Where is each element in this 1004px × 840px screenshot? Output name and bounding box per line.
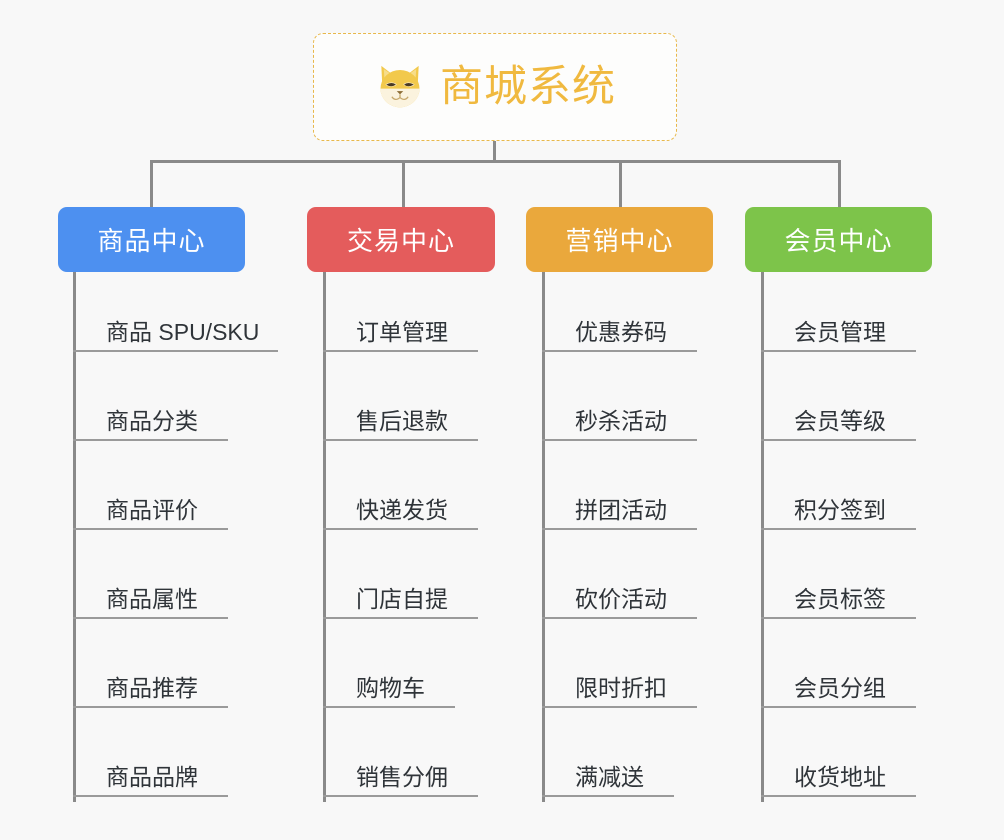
category-label: 交易中心 xyxy=(346,226,455,256)
leaf-item[interactable]: 满减送 xyxy=(542,708,674,797)
branch-product: 商品 SPU/SKU 商品分类 商品评价 商品属性 商品推荐 商品品牌 xyxy=(73,272,288,802)
branch-trunk xyxy=(73,272,76,802)
connector-drop-1 xyxy=(150,160,153,207)
leaf-label: 订单管理 xyxy=(356,319,448,346)
leaf-label: 销售分佣 xyxy=(356,764,448,791)
leaf-label: 商品分类 xyxy=(106,408,198,435)
leaf-item[interactable]: 限时折扣 xyxy=(542,619,697,708)
branch-trunk xyxy=(323,272,326,802)
leaf-item[interactable]: 优惠券码 xyxy=(542,263,697,352)
connector-bus xyxy=(150,160,841,163)
leaf-item[interactable]: 拼团活动 xyxy=(542,441,697,530)
leaf-label: 快递发货 xyxy=(356,497,448,524)
leaf-label: 商品属性 xyxy=(106,586,198,613)
leaf-item[interactable]: 会员等级 xyxy=(761,352,916,441)
leaf-item[interactable]: 购物车 xyxy=(323,619,455,708)
leaf-label: 商品推荐 xyxy=(106,675,198,702)
leaf-label: 砍价活动 xyxy=(575,586,667,613)
category-label: 商品中心 xyxy=(97,226,206,256)
shiba-dog-emoji xyxy=(374,61,426,113)
branch-member: 会员管理 会员等级 积分签到 会员标签 会员分组 收货地址 xyxy=(761,272,976,802)
leaf-label: 收货地址 xyxy=(794,764,886,791)
leaf-label: 限时折扣 xyxy=(575,675,667,702)
leaf-label: 满减送 xyxy=(575,764,644,791)
leaf-item[interactable]: 商品 SPU/SKU xyxy=(73,263,278,352)
leaf-item[interactable]: 快递发货 xyxy=(323,441,478,530)
leaf-label: 会员标签 xyxy=(794,586,886,613)
connector-drop-3 xyxy=(619,160,622,207)
leaf-item[interactable]: 收货地址 xyxy=(761,708,916,797)
leaf-label: 积分签到 xyxy=(794,497,886,524)
leaf-item[interactable]: 商品品牌 xyxy=(73,708,228,797)
leaf-item[interactable]: 积分签到 xyxy=(761,441,916,530)
branch-trunk xyxy=(761,272,764,802)
leaf-label: 拼团活动 xyxy=(575,497,667,524)
leaf-item[interactable]: 订单管理 xyxy=(323,263,478,352)
root-title: 商城系统 xyxy=(440,62,616,111)
branch-trunk xyxy=(542,272,545,802)
category-box-product[interactable]: 商品中心 xyxy=(58,207,245,272)
leaf-item[interactable]: 秒杀活动 xyxy=(542,352,697,441)
leaf-item[interactable]: 销售分佣 xyxy=(323,708,478,797)
category-box-trade[interactable]: 交易中心 xyxy=(307,207,495,272)
leaf-item[interactable]: 会员管理 xyxy=(761,263,916,352)
leaf-label: 会员等级 xyxy=(794,408,886,435)
leaf-label: 购物车 xyxy=(356,675,425,702)
category-label: 会员中心 xyxy=(784,226,893,256)
leaf-label: 商品评价 xyxy=(106,497,198,524)
leaf-item[interactable]: 商品属性 xyxy=(73,530,228,619)
leaf-item[interactable]: 商品推荐 xyxy=(73,619,228,708)
branch-trade: 订单管理 售后退款 快递发货 门店自提 购物车 销售分佣 xyxy=(323,272,538,802)
leaf-label: 秒杀活动 xyxy=(575,408,667,435)
leaf-item[interactable]: 商品分类 xyxy=(73,352,228,441)
category-box-member[interactable]: 会员中心 xyxy=(745,207,932,272)
connector-drop-2 xyxy=(402,160,405,207)
leaf-item[interactable]: 门店自提 xyxy=(323,530,478,619)
leaf-label: 商品 SPU/SKU xyxy=(106,319,260,346)
leaf-item[interactable]: 砍价活动 xyxy=(542,530,697,619)
leaf-label: 商品品牌 xyxy=(106,764,198,791)
leaf-item[interactable]: 商品评价 xyxy=(73,441,228,530)
leaf-label: 售后退款 xyxy=(356,408,448,435)
leaf-item[interactable]: 会员标签 xyxy=(761,530,916,619)
connector-drop-4 xyxy=(838,160,841,207)
category-box-marketing[interactable]: 营销中心 xyxy=(526,207,713,272)
branch-marketing: 优惠券码 秒杀活动 拼团活动 砍价活动 限时折扣 满减送 xyxy=(542,272,757,802)
category-label: 营销中心 xyxy=(565,226,674,256)
leaf-label: 门店自提 xyxy=(356,586,448,613)
leaf-label: 优惠券码 xyxy=(575,319,667,346)
leaf-label: 会员管理 xyxy=(794,319,886,346)
leaf-item[interactable]: 会员分组 xyxy=(761,619,916,708)
leaf-label: 会员分组 xyxy=(794,675,886,702)
leaf-item[interactable]: 售后退款 xyxy=(323,352,478,441)
root-node[interactable]: 商城系统 xyxy=(313,33,677,141)
connector-root-stem xyxy=(493,141,496,163)
